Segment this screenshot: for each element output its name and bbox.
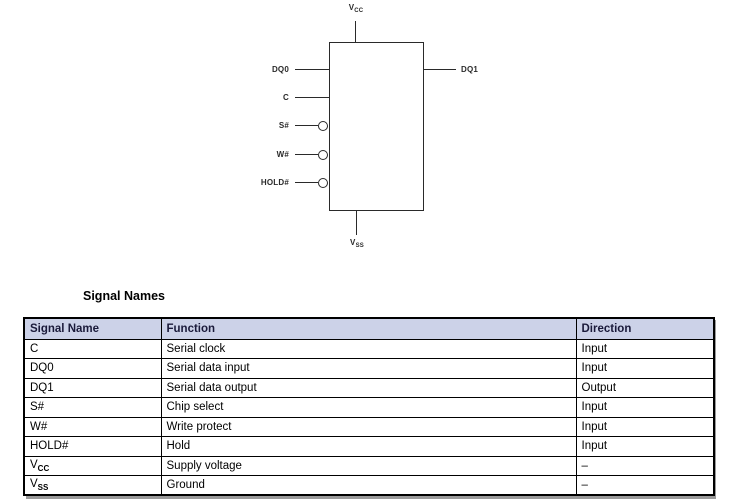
hold-inversion-bubble-icon — [318, 177, 328, 188]
cell-direction: Input — [575, 358, 715, 379]
cell-signal: VCC — [23, 455, 162, 476]
signal-symbol: V — [30, 478, 38, 490]
vcc-pin-line — [355, 21, 357, 42]
cell-function: Ground — [160, 475, 577, 496]
pin-label-c: C — [283, 93, 289, 102]
w-pin-line — [295, 154, 318, 156]
pin-label-dq1: DQ1 — [461, 65, 479, 74]
header-signal-name: Signal Name — [23, 317, 162, 340]
pin-label-vss: VSS — [337, 238, 377, 249]
table-row: HOLD# Hold Input — [23, 436, 715, 457]
signal-subscript: CC — [37, 463, 50, 473]
table-title: Signal Names — [83, 289, 165, 303]
vss-symbol: V — [350, 238, 356, 247]
cell-direction: Input — [575, 436, 715, 457]
pin-label-vcc: VCC — [336, 3, 376, 14]
table-row: C Serial clock Input — [23, 338, 715, 359]
hold-pin-line — [295, 182, 318, 184]
cell-function: Supply voltage — [160, 455, 577, 476]
cell-signal: W# — [23, 416, 162, 437]
cell-function: Serial data output — [160, 377, 577, 398]
pin-label-dq0: DQ0 — [271, 65, 289, 74]
pin-label-w: W# — [276, 150, 289, 159]
s-inversion-bubble-icon — [318, 120, 328, 131]
table-row: VCC Supply voltage – — [23, 455, 715, 476]
vcc-subscript: CC — [354, 8, 364, 14]
table-row: DQ0 Serial data input Input — [23, 358, 715, 379]
cell-signal: C — [23, 338, 162, 359]
table-row: DQ1 Serial data output Output — [23, 377, 715, 398]
vss-pin-line — [356, 211, 358, 235]
table-row: W# Write protect Input — [23, 416, 715, 437]
cell-function: Hold — [160, 436, 577, 457]
cell-signal: DQ0 — [23, 358, 162, 379]
cell-signal: HOLD# — [23, 436, 162, 457]
vcc-symbol: V — [348, 3, 355, 12]
header-direction: Direction — [575, 317, 715, 340]
cell-direction: Output — [575, 377, 715, 398]
cell-signal: VSS — [23, 475, 162, 496]
cell-direction: Input — [575, 338, 715, 359]
cell-direction: Input — [575, 416, 715, 437]
cell-function: Write protect — [160, 416, 577, 437]
signal-symbol: V — [30, 458, 38, 471]
cell-signal: S# — [23, 397, 162, 418]
dq0-pin-line — [295, 69, 329, 71]
vss-subscript: SS — [355, 243, 364, 249]
table-row: S# Chip select Input — [23, 397, 715, 418]
cell-direction: – — [575, 455, 715, 476]
cell-direction: – — [575, 475, 715, 496]
pin-label-s: S# — [278, 121, 289, 130]
signal-subscript: SS — [37, 483, 49, 492]
table-row: VSS Ground – — [23, 475, 715, 496]
table-header-row: Signal Name Function Direction — [23, 317, 715, 340]
w-inversion-bubble-icon — [318, 149, 328, 160]
dq1-pin-line — [424, 69, 456, 71]
package-outline — [329, 42, 424, 211]
signal-table: Signal Name Function Direction C Serial … — [23, 317, 715, 496]
cell-function: Chip select — [160, 397, 577, 418]
cell-function: Serial clock — [160, 338, 577, 359]
pin-label-hold: HOLD# — [260, 178, 289, 187]
cell-signal: DQ1 — [23, 377, 162, 398]
c-pin-line — [295, 97, 329, 99]
s-pin-line — [295, 125, 318, 127]
cell-function: Serial data input — [160, 358, 577, 379]
cell-direction: Input — [575, 397, 715, 418]
signal-table-container: Signal Name Function Direction C Serial … — [23, 317, 715, 496]
header-function: Function — [160, 317, 577, 340]
